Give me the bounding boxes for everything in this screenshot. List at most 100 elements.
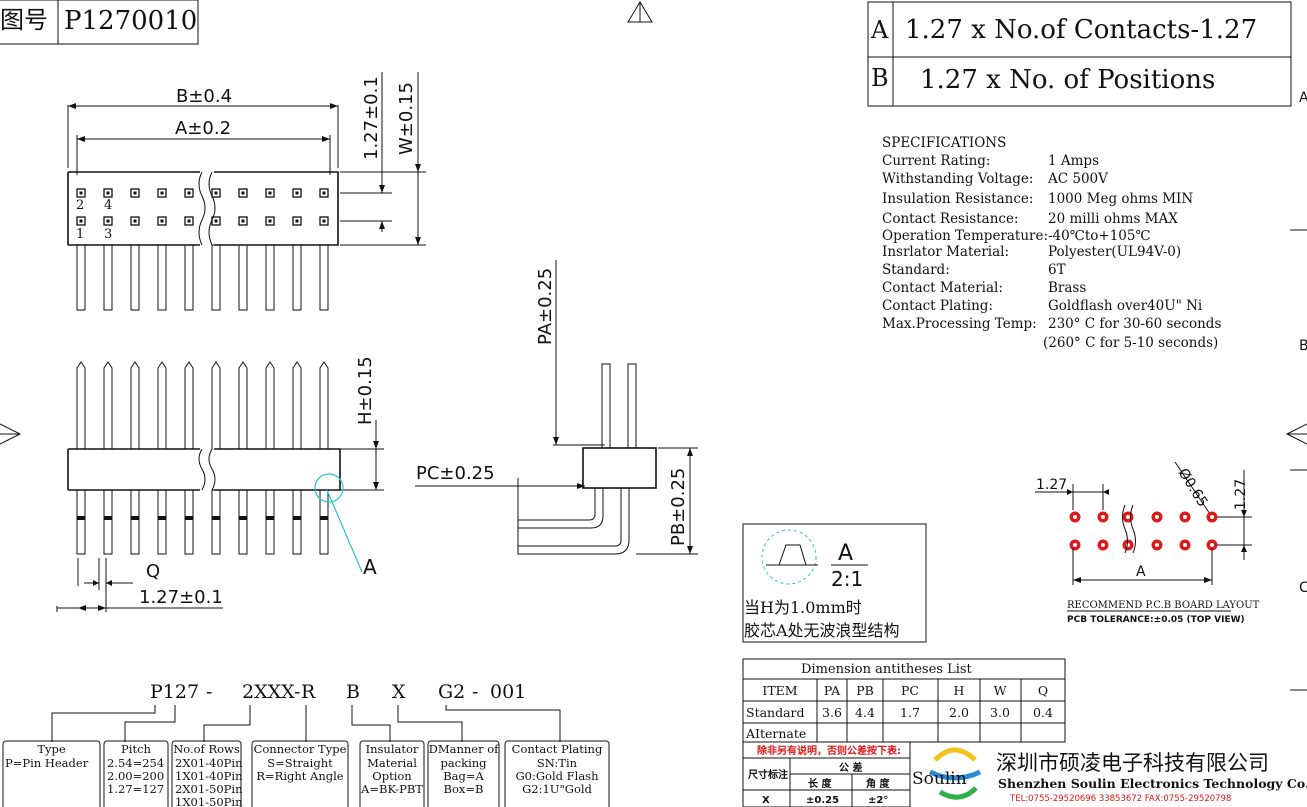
spec-row-a-letter: A [870,16,889,44]
front-pin-band [131,516,139,520]
code-box-title: Insulator [366,742,419,756]
spec-value: Goldflash over40U" Ni [1048,298,1203,314]
spec-value: 1 Amps [1048,153,1099,169]
spec-label: Insulation Resistance: [882,191,1033,207]
spec-value: -40℃to+105℃ [1048,228,1151,244]
part-number: P1270010 [64,6,197,36]
pcb-hole-center [1155,515,1159,519]
pin-pad [103,188,113,198]
dim-table-header: W [994,683,1007,698]
pin-number-4: 4 [104,198,112,213]
pin-lead [265,244,275,311]
front-pin-band [239,516,247,520]
spec-value: 1000 Meg ohms MIN [1048,191,1193,207]
logo-text: Soulin [912,769,967,789]
pin-lead [76,244,86,311]
tolerance-note: 除非另有说明，否则公差按下表: [757,744,901,757]
pin-pad-core [160,191,164,195]
dim-pitch-horizontal: 1.27±0.1 [139,587,223,608]
pin-pad [265,188,275,198]
pcb-hole-center [1126,515,1130,519]
spec-label: Operation Temperature: [882,228,1048,244]
pin-pad [319,188,329,198]
dim-table-cell: 3.0 [990,705,1010,720]
front-pin-top [319,361,329,449]
dim-table-cell: 3.6 [822,705,842,720]
spec-heading: SPECIFICATIONS [882,135,1006,151]
detail-note-1: 当H为1.0mm时 [744,598,862,617]
front-pin-bottom [238,489,248,555]
code-box-line: 2.54=254 [107,756,164,770]
code-box-line: G0:Gold Flash [515,769,599,783]
dim-table-cell: 0.4 [1033,705,1053,720]
front-view: H±0.15 A Q 1.27±0.1 [56,356,384,612]
spec-label: Standard: [882,262,950,278]
spec-label: Max.Processing Temp: [882,316,1037,332]
dim-table-header: H [954,683,965,698]
pin-pad [292,216,302,226]
pin-pad [130,188,140,198]
dim-pa-label: PA±0.25 [535,268,556,345]
pin-pad [292,188,302,198]
pin-pad [103,216,113,226]
pin-lead [238,244,248,311]
spec-row-a-formula: 1.27 x No.of Contacts-1.27 [905,15,1257,45]
detail-scale: 2:1 [831,567,863,591]
dim-table-title: Dimension antitheses List [801,662,973,677]
spec-row-b-letter: B [871,64,889,92]
dim-table-header: PA [824,683,841,698]
dim-table-header: PC [901,683,919,698]
spec-value: 6T [1048,262,1066,278]
code-box-line: S=Straight [267,756,333,770]
front-pin-top [184,361,194,449]
pin-number-1: 1 [76,227,84,242]
pin-pad-core [160,219,164,223]
front-pin-band [77,516,85,520]
code-box-line: P=Pin Header [5,756,89,770]
company-block: Soulin 深圳市硕凌电子科技有限公司 Shenzhen Soulin Ele… [912,747,1307,804]
pin-pad-core [322,191,326,195]
front-pin-top [103,361,113,449]
front-pin-bottom [103,489,113,555]
spec-label: Current Rating: [882,153,990,169]
pcb-tolerance: PCB TOLERANCE:±0.05 (TOP VIEW) [1067,615,1245,625]
detail-marker-a: A [363,555,377,579]
code-box-line: 1.27=127 [107,782,164,796]
code-box-line: packing [440,756,487,770]
spec-value: 20 milli ohms MAX [1048,211,1178,227]
code-box-title: Contact Plating [512,742,603,756]
pcb-hole-center [1101,515,1105,519]
pin-pad [265,216,275,226]
code-seg-dash2: - [472,681,478,703]
pin-pad-core [241,191,245,195]
pin-pad-core [133,191,137,195]
spec-label: Withstanding Voltage: [882,171,1033,187]
pcb-pitch-y: 1.27 [1233,479,1249,510]
code-box-line: 2X01-40Pin [175,756,243,770]
pin-pad-core [106,191,110,195]
top-view: B±0.4 A±0.2 2 4 1 3 1.27±0.1 W±0.15 [67,72,426,311]
code-box-line: SN:Tin [537,756,578,770]
dim-pitch-vertical: 1.27±0.1 [361,76,382,160]
front-pin-top [238,361,248,449]
pin-lead [184,244,194,311]
dim-table-header: PB [856,683,874,698]
code-box-line: 2.00=200 [107,769,164,783]
pin-pad [211,188,221,198]
pcb-hole-center [1210,515,1214,519]
front-pin-band [293,516,301,520]
pcb-layout: 1.27 1.27 Ø0.65 A RECOMMEND P.C.B BOARD … [1035,461,1260,625]
title-block: 图号 P1270010 [0,0,199,45]
spec-label: Contact Plating: [882,298,993,314]
pin-pad [184,216,194,226]
code-box-title: Connector Type [254,742,347,756]
company-contact: TEL:0755-29520696 33853672 FAX:0755-2952… [1009,794,1231,804]
pcb-hole-center [1155,543,1159,547]
pin-pad-core [322,219,326,223]
dim-w-label: W±0.15 [396,82,417,155]
dim-table-header: Q [1038,683,1048,698]
dim-h-label: H±0.15 [355,356,376,425]
code-seg-r: R [301,681,316,703]
code-box-line: Option [372,769,412,783]
